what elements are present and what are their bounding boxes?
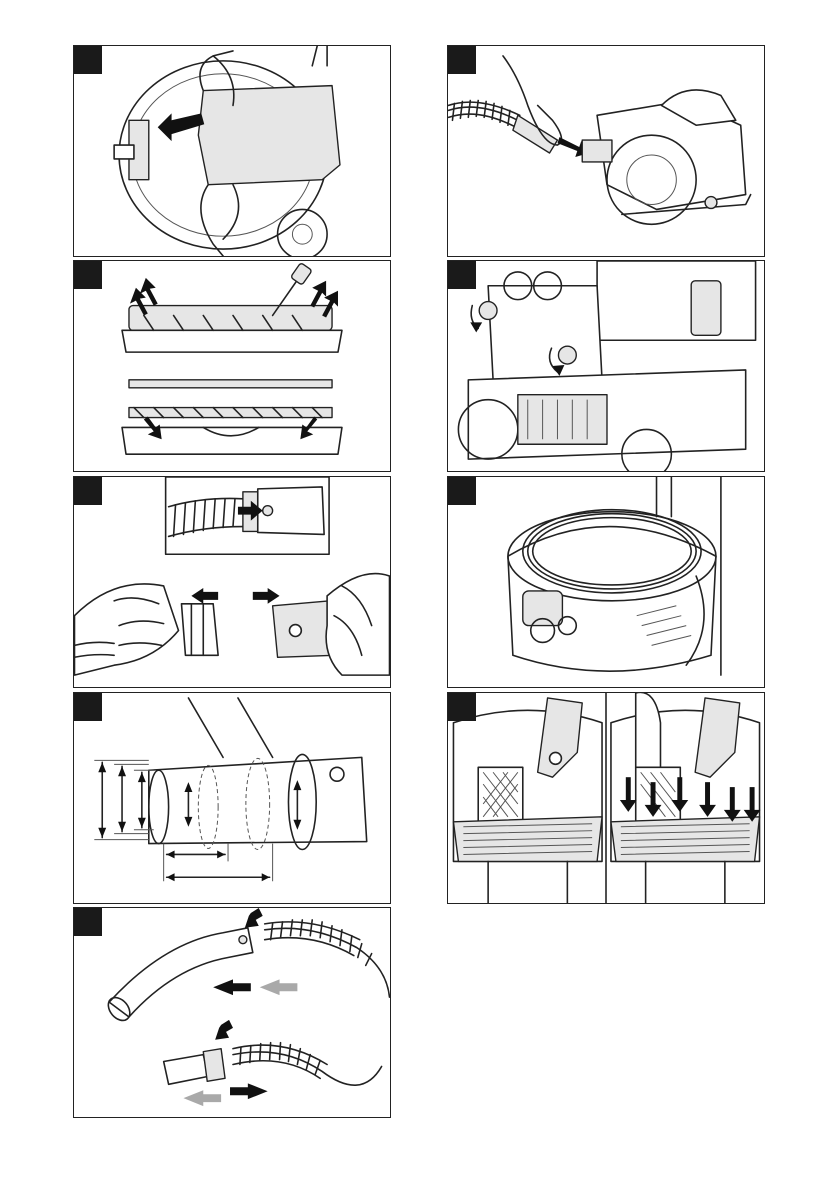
figure-number-badge [74,477,102,505]
figure-number-badge [448,46,476,74]
dust-bag [198,86,340,185]
nozzle-body-top [122,330,342,352]
figure-number-badge [74,908,102,936]
accessory-holder-illustration [448,261,764,471]
figure-number-badge [74,261,102,289]
figure-number-badge [448,477,476,505]
pull-arrow-left [191,588,218,604]
figure-number-badge [448,261,476,289]
figure-power-tool-connect [447,45,765,257]
finger [636,693,661,775]
hose-storage-illustration [448,477,764,687]
elbow-hose-illustration [74,908,390,1117]
latch [691,281,721,335]
figure-hose-storage [447,476,765,688]
press-release-arrow-top [245,908,263,928]
control-panel [523,591,563,626]
figure-accessory-holders [447,260,765,472]
small-adapter-collar [203,1049,225,1082]
figure-filter-insert [447,692,765,904]
push-arrow-grey-bottom [183,1090,221,1106]
filter-left [453,698,602,903]
press-release-arrow-bottom [215,1020,233,1040]
elbow-tube [109,928,253,1017]
hose-adapter-illustration [74,477,390,687]
dust-bag-illustration [74,46,390,256]
strip-upper [129,380,332,388]
figure-number-badge [74,693,102,721]
coupling-sleeve [181,604,218,656]
filter-insert-illustration [448,693,764,903]
figure-floor-nozzle-strips [73,260,391,472]
holder-pin-right [558,346,576,364]
figure-adapter-diameters [73,692,391,904]
figure-number-badge [448,693,476,721]
hose-cuff [513,115,558,153]
pull-arrow-dark-top [213,979,251,995]
figure-number-badge [74,46,102,74]
rubber-strip-top [129,306,332,331]
filter-right [611,693,761,903]
push-arrow-grey-top [260,979,298,995]
extraction-port [582,140,612,162]
figure-hose-sleeve-adapter [73,476,391,688]
right-hand [326,574,389,676]
holder-pin-left [479,302,497,320]
adapter-piece [273,601,334,657]
insert-direction-arrow [158,113,205,141]
base-recess [518,395,607,445]
device-head [597,261,755,340]
figure-dust-bag [73,45,391,257]
small-adapter-tip [164,1055,209,1085]
figure-elbow-hose-connect [73,907,391,1118]
screwdriver-handle [291,263,313,286]
adapter-diameter-illustration [74,693,390,903]
pull-arrow-dark-bottom [230,1083,268,1099]
pull-arrow-right [253,588,280,604]
floor-nozzle-illustration [74,261,390,471]
power-tool-illustration [448,46,764,256]
